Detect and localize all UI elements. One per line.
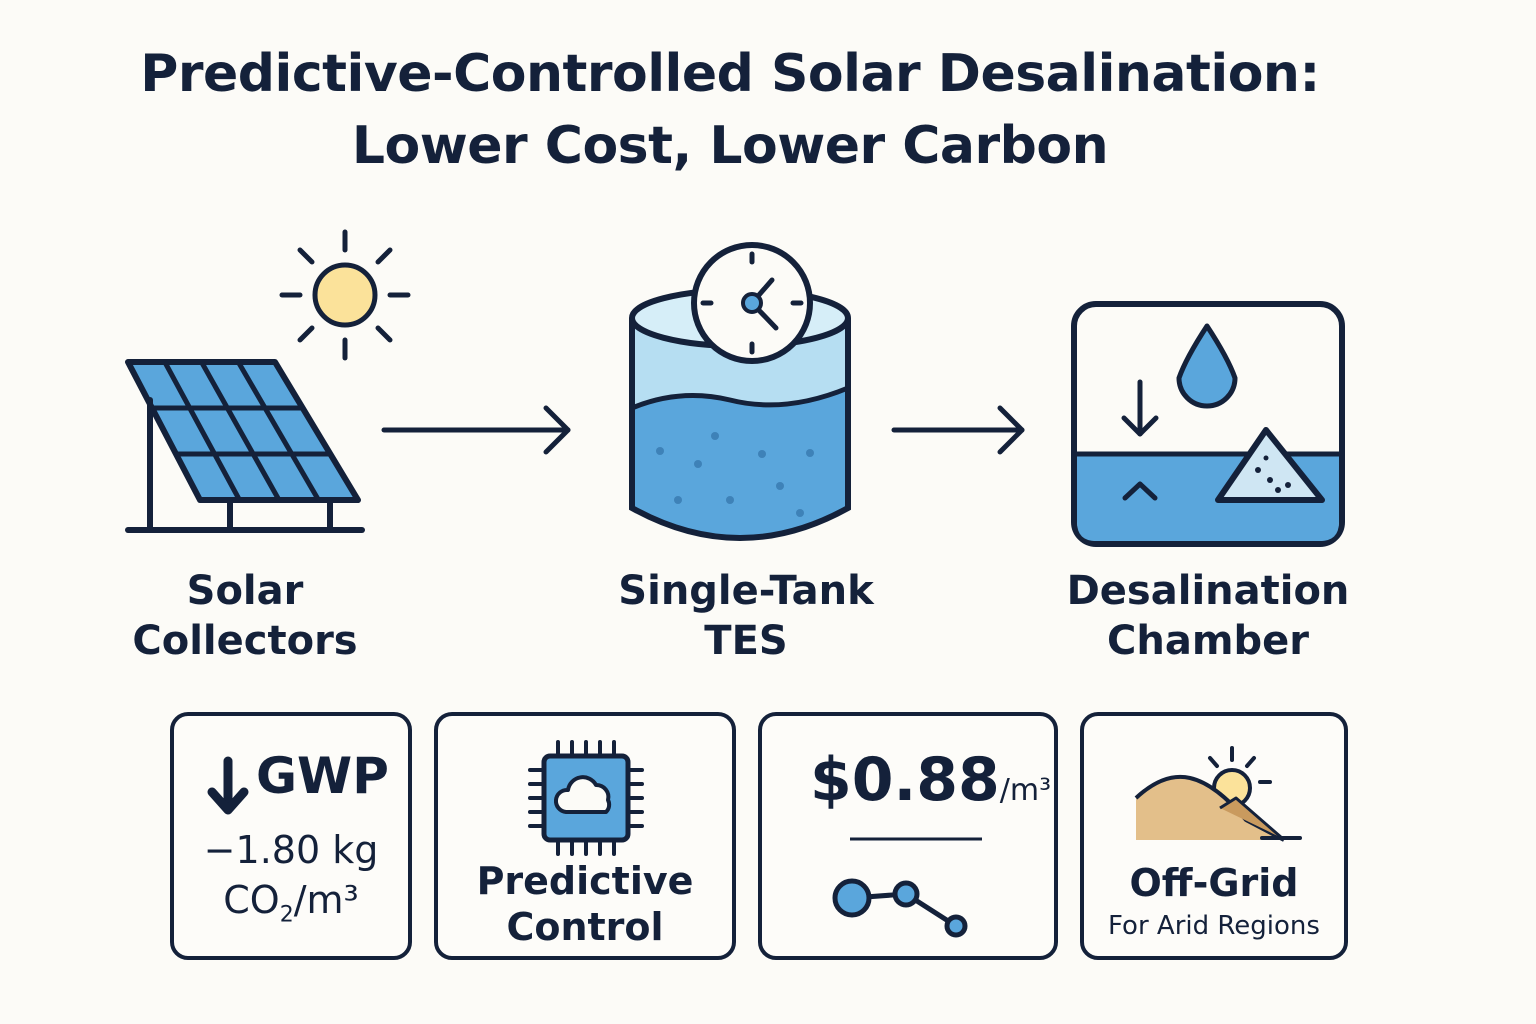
predictive-control-label: Predictive Control [476, 859, 694, 949]
stage-label-solar-collectors: Solar Collectors [132, 568, 358, 664]
sun-icon [312, 262, 378, 328]
cloud-icon [553, 775, 612, 814]
title-line-2: Lower Cost, Lower Carbon [351, 116, 1109, 176]
gwp-card: GWP −1.80 kg CO2/m³ [170, 712, 412, 960]
cost-value: $0.88/m³ [810, 745, 1052, 815]
desalination-chamber-icon [1071, 301, 1345, 547]
off-grid-subtitle: For Arid Regions [1108, 911, 1320, 941]
water-drop-icon [1176, 323, 1238, 409]
title-line-1: Predictive-Controlled Solar Desalination… [140, 44, 1320, 104]
stage-label-single-tank-tes: Single-Tank TES [618, 568, 874, 664]
desert-sun-icon [1134, 746, 1302, 842]
chip-cloud-icon [528, 740, 644, 856]
divider [850, 837, 982, 841]
gwp-label: GWP [256, 747, 389, 805]
gwp-value: −1.80 kg [203, 828, 379, 872]
clock-icon [691, 242, 813, 364]
arrow-icon [891, 405, 1025, 455]
off-grid-title: Off-Grid [1129, 861, 1299, 905]
gwp-unit: CO2/m³ [223, 878, 359, 928]
arrow-icon [381, 405, 571, 455]
salt-pile-icon [1215, 427, 1325, 503]
tank-clock-icon [629, 242, 851, 541]
trend-line-icon [832, 878, 968, 938]
stage-label-desalination-chamber: Desalination Chamber [1066, 568, 1350, 664]
arrow-down-icon [207, 756, 249, 815]
solar-panel-icon [125, 229, 411, 533]
page-title: Predictive-Controlled Solar Desalination… [0, 38, 1460, 182]
cost-card: $0.88/m³ [758, 712, 1058, 960]
predictive-control-card: Predictive Control [434, 712, 736, 960]
off-grid-card: Off-Grid For Arid Regions [1080, 712, 1348, 960]
